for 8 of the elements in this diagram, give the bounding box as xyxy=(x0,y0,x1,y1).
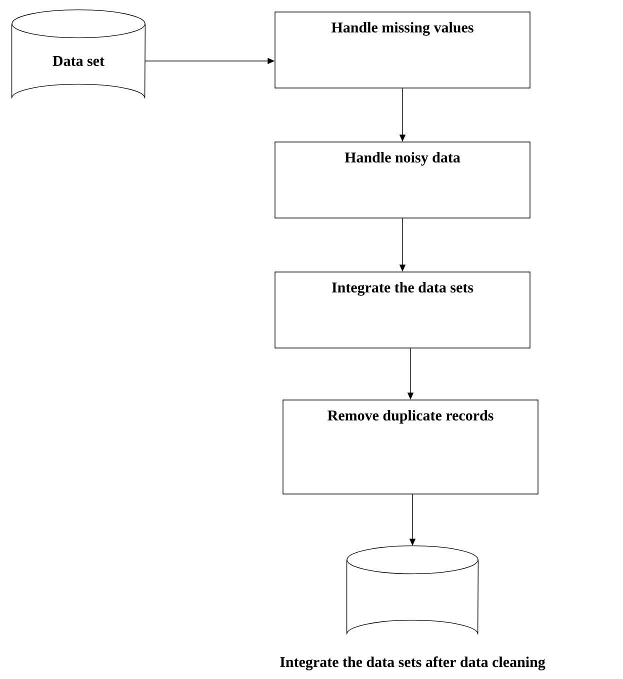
database-cylinder: Data set xyxy=(11,9,146,99)
node-label: Integrate the data sets after data cleaning xyxy=(280,656,546,670)
process-box: Handle missing values xyxy=(274,12,530,88)
database-cylinder: Integrate the data sets after data cleaning xyxy=(280,545,546,670)
node-label: Data set xyxy=(52,56,104,66)
process-box: Remove duplicate records xyxy=(282,400,538,494)
process-box: Handle noisy data xyxy=(274,142,530,218)
process-box: Integrate the data sets xyxy=(274,272,530,348)
